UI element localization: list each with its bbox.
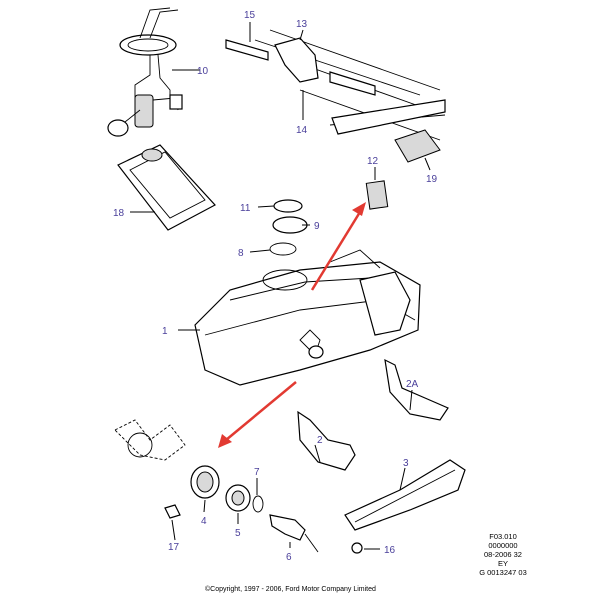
heat-shield (117, 144, 216, 231)
callout-11: 11 (240, 203, 251, 214)
sender-lock-ring (272, 216, 308, 234)
callout-9: 9 (314, 221, 320, 232)
callout-10: 10 (197, 66, 209, 77)
callout-6: 6 (286, 552, 292, 563)
callout-2a: 2A (406, 379, 419, 390)
callout-15: 15 (244, 10, 256, 21)
leader-lines (130, 22, 431, 550)
callout-2: 2 (317, 435, 323, 446)
callout-7: 7 (254, 467, 260, 478)
callout-4: 4 (201, 516, 207, 527)
highlight-arrow-upper (310, 211, 362, 291)
code-line-5: G 0013247 03 (479, 568, 527, 577)
fuel-pump-sender-unit (107, 7, 183, 137)
reference-code-block: F03.010 0000000 08-2006 32 EY G 0013247 … (468, 532, 538, 577)
callout-3: 3 (403, 458, 409, 469)
sender-unit-cap (273, 199, 303, 213)
callout-12: 12 (367, 156, 379, 167)
tank-seal-ring (269, 242, 297, 256)
callout-17: 17 (168, 542, 180, 553)
copyright-notice: ©Copyright, 1997 - 2006, Ford Motor Comp… (205, 586, 376, 593)
fuel-tank (194, 249, 421, 386)
callout-13: 13 (296, 19, 308, 30)
callout-16: 16 (384, 545, 396, 556)
code-line-3: 08-2006 32 (484, 550, 522, 559)
callout-5: 5 (235, 528, 241, 539)
tank-straps (297, 358, 466, 554)
callout-18: 18 (113, 208, 125, 219)
chassis-rails (225, 29, 446, 163)
callout-8: 8 (238, 248, 244, 259)
arrow-head-upper (352, 202, 366, 216)
callout-19: 19 (426, 174, 438, 185)
code-line-4: EY (497, 559, 508, 568)
code-line-2: 0000000 (488, 541, 518, 550)
arrow-head-lower (218, 434, 232, 448)
callout-14: 14 (296, 125, 308, 136)
code-line-1: F03.010 (489, 532, 517, 541)
highlight-arrow-lower (225, 381, 297, 441)
pad-part-12 (365, 180, 389, 210)
callout-1: 1 (162, 326, 168, 337)
filler-neck-assembly (114, 419, 319, 553)
